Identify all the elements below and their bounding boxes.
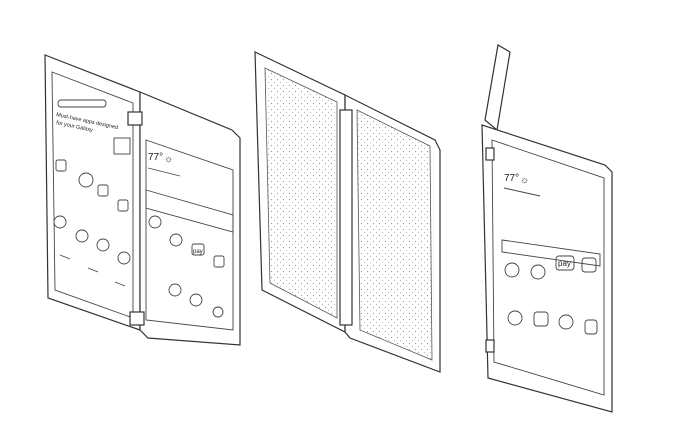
right-panel bbox=[139, 91, 241, 346]
weather-temp-right: 77° bbox=[504, 173, 519, 184]
pay-icon-label-left: pay bbox=[193, 249, 203, 255]
sun-icon: ☼ bbox=[164, 154, 173, 165]
middle-device-back bbox=[254, 51, 441, 373]
hinge-top bbox=[127, 111, 143, 126]
pay-icon-label-right: pay bbox=[558, 259, 571, 268]
weather-temp-left: 77° bbox=[148, 152, 163, 163]
banner-pill bbox=[57, 99, 107, 108]
hinge-bottom-right bbox=[485, 339, 495, 353]
right-device-folded: 77° ☼ pay bbox=[481, 44, 613, 413]
app-icon-grid-far-right bbox=[504, 255, 598, 335]
app-icon-grid-right bbox=[148, 215, 225, 318]
app-icon-grid-left bbox=[53, 159, 131, 287]
search-bar-right bbox=[501, 239, 601, 267]
center-hinge bbox=[339, 109, 353, 326]
sun-icon: ☼ bbox=[520, 175, 529, 186]
search-bar-left bbox=[145, 189, 234, 233]
app-folder-icon bbox=[113, 137, 131, 155]
left-device-unfolded: Must-have apps designed for your Galaxy … bbox=[44, 54, 241, 346]
left-panel bbox=[44, 54, 141, 331]
folded-back-panel bbox=[484, 44, 511, 132]
hinge-top-right bbox=[485, 147, 495, 161]
hinge-bottom bbox=[129, 311, 145, 326]
front-panel bbox=[481, 124, 613, 413]
